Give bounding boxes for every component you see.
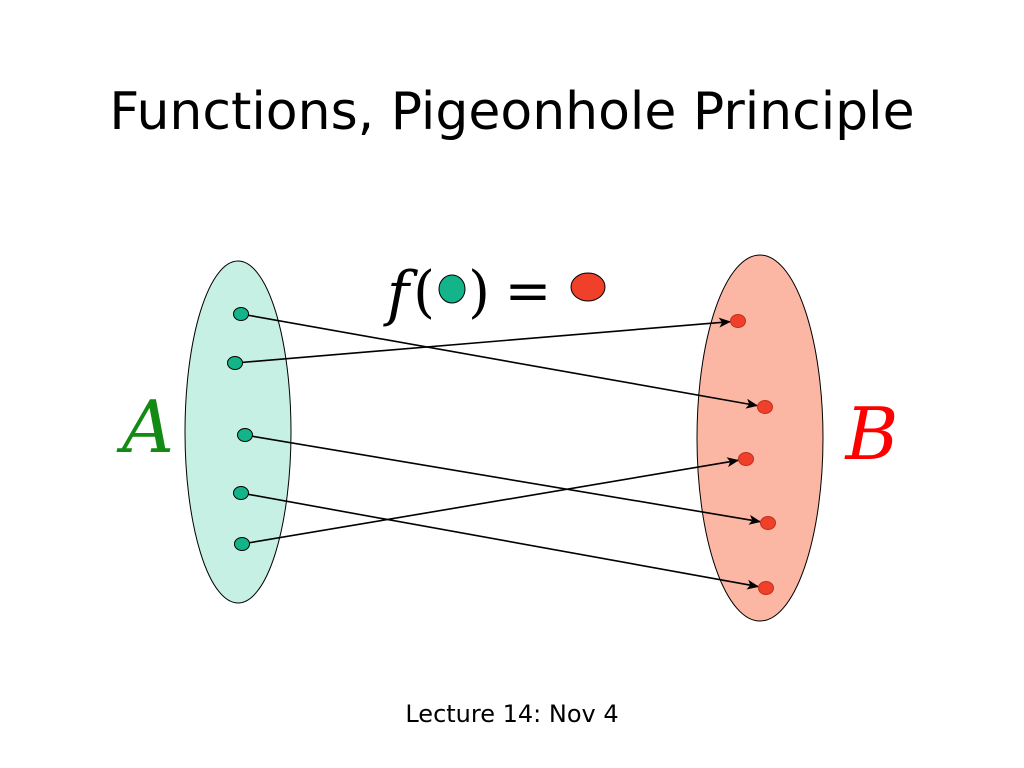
formula-open-paren: ( [413,260,435,325]
slide-footer: Lecture 14: Nov 4 [405,700,619,728]
set-a-point-3 [237,428,253,442]
mapping-arrow-4 [240,492,760,590]
set-b-point-3 [738,452,754,466]
function-formula: f ( ) = [383,259,606,329]
mapping-arrows [234,313,762,590]
mapping-arrow-1 [240,313,759,409]
set-a-point-2 [227,356,243,370]
set-a-point-4 [233,486,249,500]
set-points [227,307,776,595]
mapping-arrow-5 [241,457,740,545]
formula-close-paren: ) [468,260,490,325]
mapping-arrow-3 [244,434,762,525]
set-b-point-1 [730,314,746,328]
set-b-label: B [844,392,899,476]
set-a-point-1 [233,307,249,321]
formula-domain-point [438,274,466,304]
formula-codomain-point [570,272,606,302]
set-a-label: A [116,385,174,469]
set-b-point-2 [757,400,773,414]
set-b-point-5 [758,581,774,595]
slide-title: Functions, Pigeonhole Principle [109,82,915,142]
formula-equals: = [505,259,552,324]
set-b-point-4 [760,516,776,530]
set-a-point-5 [234,537,250,551]
set-b-ellipse [696,254,824,622]
mapping-arrow-2 [234,317,732,364]
